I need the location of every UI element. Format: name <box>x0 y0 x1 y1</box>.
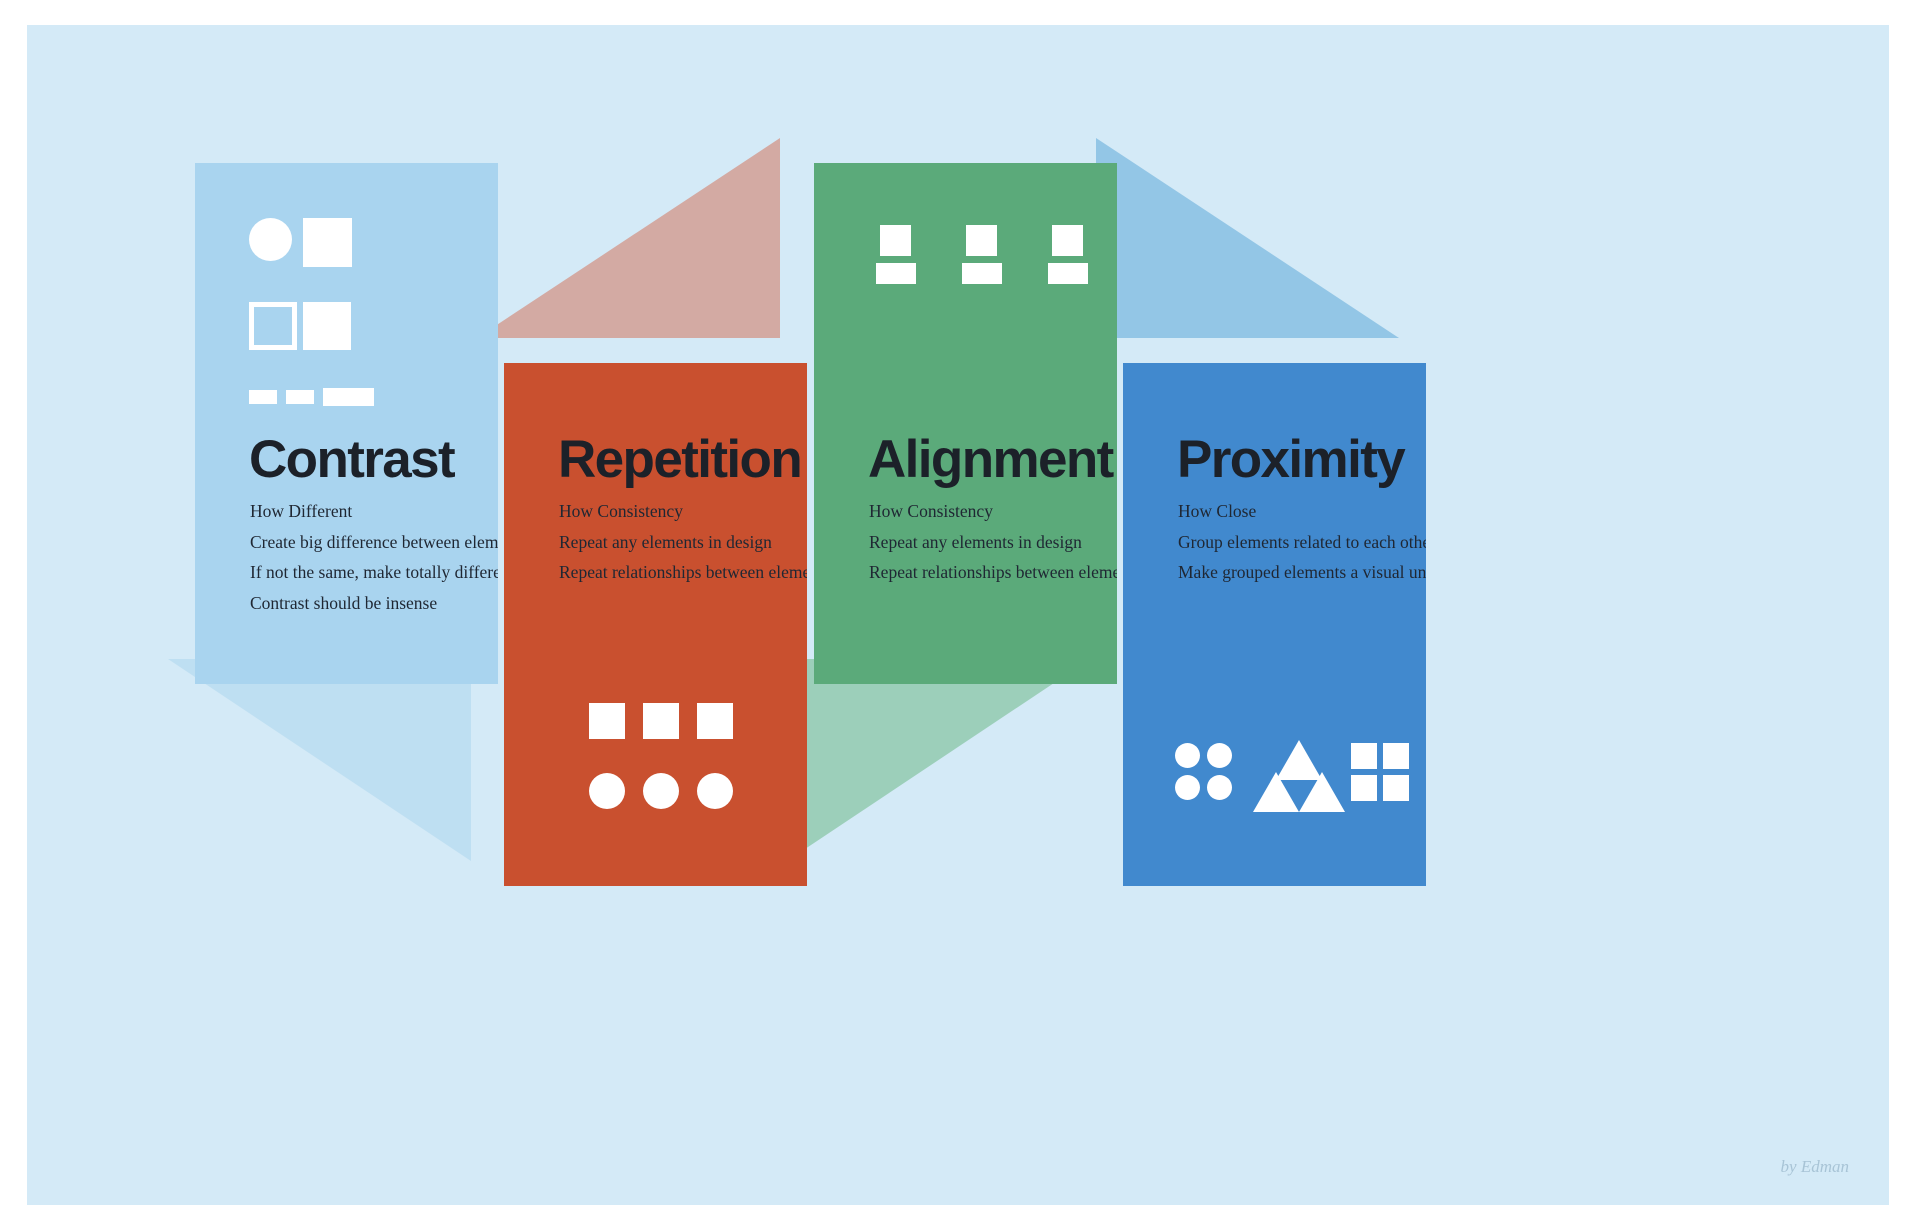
triangle-group-icon <box>1253 772 1299 812</box>
contrast-icon-group <box>249 218 449 423</box>
small-bar-icon <box>249 390 277 404</box>
square-icon <box>1052 225 1083 256</box>
repetition-icon-group <box>589 703 749 833</box>
proximity-line-2: Group elements related to each other <box>1178 531 1426 552</box>
circle-icon <box>589 773 625 809</box>
square-icon <box>966 225 997 256</box>
triangle-group-icon <box>1299 772 1345 812</box>
circle-icon <box>643 773 679 809</box>
bar-icon <box>962 263 1002 284</box>
contrast-line-1: How Different <box>250 501 353 521</box>
filled-square-icon <box>303 302 351 350</box>
square-group-icon <box>1383 775 1409 801</box>
repetition-line-2: Repeat any elements in design <box>559 531 772 552</box>
alignment-icon-group <box>876 225 1088 287</box>
square-icon <box>589 703 625 739</box>
contrast-line-2: Create big difference between elements <box>250 531 498 552</box>
panel-proximity[interactable]: Proximity How Close Group elements relat… <box>1123 363 1426 886</box>
panel-title-proximity: Proximity <box>1177 430 1406 489</box>
panel-alignment[interactable]: Alignment How Consistency Repeat any ele… <box>814 163 1117 684</box>
square-icon <box>303 218 352 267</box>
square-icon <box>643 703 679 739</box>
bar-icon <box>1048 263 1088 284</box>
circle-group-icon <box>1175 775 1200 800</box>
circle-group-icon <box>1207 775 1232 800</box>
proximity-icon-group <box>1175 740 1409 815</box>
square-group-icon <box>1383 743 1409 769</box>
bar-icon <box>876 263 916 284</box>
panel-repetition[interactable]: Repetition How Consistency Repeat any el… <box>504 363 807 886</box>
proximity-description: How Close Group elements related to each… <box>1178 501 1426 582</box>
wide-bar-icon <box>323 388 374 406</box>
proximity-line-1: How Close <box>1178 501 1257 521</box>
panel-title-contrast: Contrast <box>249 430 456 489</box>
contrast-description: How Different Create big difference betw… <box>250 501 498 613</box>
proximity-line-3: Make grouped elements a visual unit <box>1178 562 1426 582</box>
proximity-shadow <box>1096 138 1399 338</box>
contrast-line-3: If not the same, make totally different <box>250 562 498 582</box>
square-group-icon <box>1351 743 1377 769</box>
repetition-shadow <box>477 138 780 338</box>
circle-group-icon <box>1207 743 1232 768</box>
alignment-shadow <box>787 659 1090 861</box>
outlined-square-icon <box>249 302 297 350</box>
square-icon <box>880 225 911 256</box>
repetition-description: How Consistency Repeat any elements in d… <box>559 501 807 582</box>
panel-title-repetition: Repetition <box>558 430 803 489</box>
alignment-line-2: Repeat any elements in design <box>869 531 1082 552</box>
contrast-shadow <box>168 659 471 861</box>
alignment-line-3: Repeat relationships between elements <box>869 562 1117 582</box>
credit-text: by Edman <box>1780 1157 1849 1176</box>
repetition-line-3: Repeat relationships between elements <box>559 562 807 582</box>
panel-title-alignment: Alignment <box>868 430 1114 489</box>
small-bar-icon <box>286 390 314 404</box>
alignment-description: How Consistency Repeat any elements in d… <box>869 501 1117 582</box>
circle-icon <box>697 773 733 809</box>
repetition-line-1: How Consistency <box>559 501 683 521</box>
square-icon <box>697 703 733 739</box>
contrast-line-4: Contrast should be insense <box>250 592 438 613</box>
alignment-line-1: How Consistency <box>869 501 993 521</box>
circle-group-icon <box>1175 743 1200 768</box>
panel-contrast[interactable]: Contrast How Different Create big differ… <box>195 163 498 684</box>
square-group-icon <box>1351 775 1377 801</box>
circle-icon <box>249 218 292 261</box>
poster-canvas: Contrast How Different Create big differ… <box>27 25 1889 1205</box>
